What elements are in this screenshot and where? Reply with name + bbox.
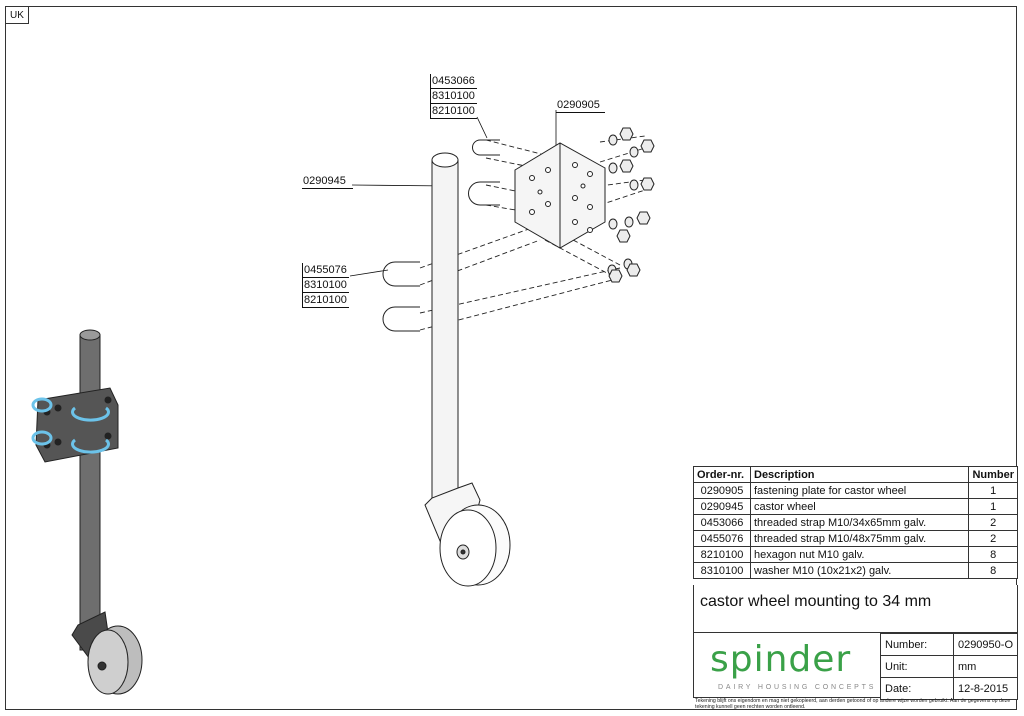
row-order: 8310100 <box>693 562 751 579</box>
drawing-frame <box>5 6 1017 710</box>
unit-label: Unit: <box>880 655 954 678</box>
meta-row-date: Date: 12-8-2015 <box>880 677 1019 700</box>
unit-value: mm <box>952 655 1019 678</box>
header-order: Order-nr. <box>693 466 751 483</box>
header-description: Description <box>749 466 970 483</box>
date-label: Date: <box>880 677 954 700</box>
callout-strap-small-2: 8310100 <box>430 89 477 104</box>
meta-row-number: Number: 0290950-O <box>880 633 1019 656</box>
row-description: washer M10 (10x21x2) galv. <box>749 562 970 579</box>
table-row: 0290945 castor wheel 1 <box>693 498 1018 515</box>
row-description: threaded strap M10/34x65mm galv. <box>749 514 970 531</box>
parts-table: Order-nr. Description Number 0290905 fas… <box>693 466 1018 579</box>
callout-plate: 0290905 <box>556 98 605 113</box>
row-number: 8 <box>968 546 1018 563</box>
callout-strap-large-3: 8210100 <box>302 293 349 308</box>
row-order: 0290905 <box>693 482 751 499</box>
title-block-meta: Number: 0290950-O Unit: mm Date: 12-8-20… <box>880 633 1019 700</box>
spinder-logo: spinder <box>710 639 852 680</box>
table-row: 8210100 hexagon nut M10 galv. 8 <box>693 546 1018 563</box>
callout-strap-large-2: 8310100 <box>302 278 349 293</box>
row-order: 0455076 <box>693 530 751 547</box>
row-description: castor wheel <box>749 498 970 515</box>
row-order: 0290945 <box>693 498 751 515</box>
parts-table-header: Order-nr. Description Number <box>693 466 1018 483</box>
table-row: 0453066 threaded strap M10/34x65mm galv.… <box>693 514 1018 531</box>
disclaimer-text: Tekening blijft ons eigendom en mag niet… <box>695 698 1011 710</box>
number-label: Number: <box>880 633 954 656</box>
table-row: 8310100 washer M10 (10x21x2) galv. 8 <box>693 562 1018 579</box>
row-description: hexagon nut M10 galv. <box>749 546 970 563</box>
table-row: 0290905 fastening plate for castor wheel… <box>693 482 1018 499</box>
meta-row-unit: Unit: mm <box>880 655 1019 678</box>
callout-wheel: 0290945 <box>302 174 353 189</box>
row-description: threaded strap M10/48x75mm galv. <box>749 530 970 547</box>
table-row: 0455076 threaded strap M10/48x75mm galv.… <box>693 530 1018 547</box>
callout-strap-large-1: 0455076 <box>302 263 349 278</box>
row-number: 8 <box>968 562 1018 579</box>
language-label: UK <box>5 6 29 24</box>
drawing-title: castor wheel mounting to 34 mm <box>693 585 1018 633</box>
callout-strap-small-3: 8210100 <box>430 104 477 119</box>
row-description: fastening plate for castor wheel <box>749 482 970 499</box>
row-order: 8210100 <box>693 546 751 563</box>
row-number: 2 <box>968 514 1018 531</box>
number-value: 0290950-O <box>952 633 1019 656</box>
logo-tagline: DAIRY HOUSING CONCEPTS <box>718 684 877 691</box>
header-number: Number <box>968 466 1018 483</box>
row-number: 1 <box>968 498 1018 515</box>
row-order: 0453066 <box>693 514 751 531</box>
date-value: 12-8-2015 <box>952 677 1019 700</box>
row-number: 2 <box>968 530 1018 547</box>
row-number: 1 <box>968 482 1018 499</box>
logo-box: spinder DAIRY HOUSING CONCEPTS <box>693 633 881 698</box>
callout-strap-small-1: 0453066 <box>430 74 477 89</box>
